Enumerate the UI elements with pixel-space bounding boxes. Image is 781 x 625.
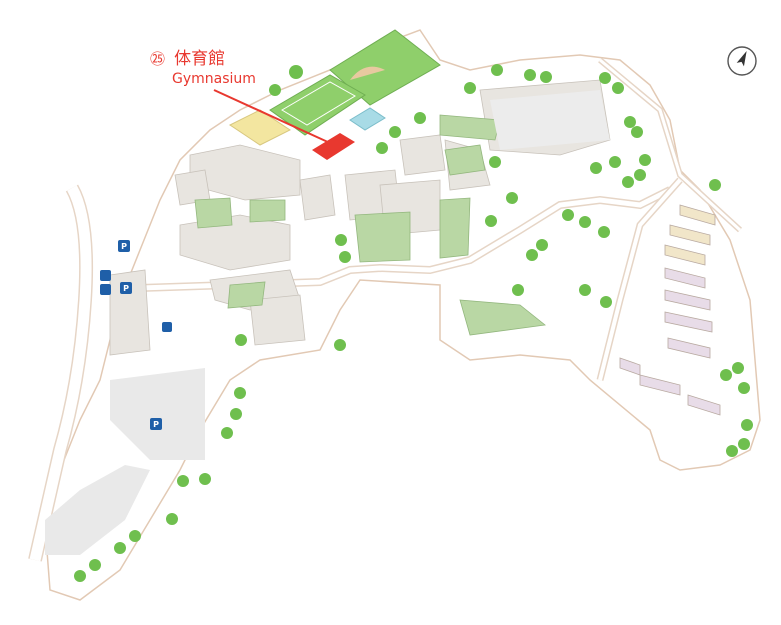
gymnasium-building[interactable] [312,133,355,160]
motorcycle-parking-icon [100,284,111,295]
parking-lot-north [490,90,610,150]
green-roof-buildings [194,114,546,336]
parking-sign-3: P [150,418,162,430]
svg-text:P: P [153,420,159,429]
residence-blocks [619,204,721,416]
svg-text:P: P [123,284,129,293]
pool [349,107,386,131]
svg-text:P: P [121,242,127,251]
building-name-ja: 体育館 [174,49,226,69]
building-name-en: Gymnasium [172,71,256,87]
tree-icon [74,64,753,582]
tennis-courts [229,109,291,146]
bicycle-parking-icon [100,270,111,281]
parking-lot-south [110,368,205,460]
campus-ground [44,29,761,601]
compass-north-arrow-icon [727,46,757,76]
parking-lot-southwest [45,465,150,555]
parking-sign-1: P [118,240,130,252]
building-number: ㉕ [150,50,166,68]
gymnasium-callout: ㉕ 体育館 Gymnasium [150,44,256,87]
callout-leader-line [213,89,331,144]
bicycle-parking-icon [162,322,172,332]
parking-sign-2: P [120,282,132,294]
